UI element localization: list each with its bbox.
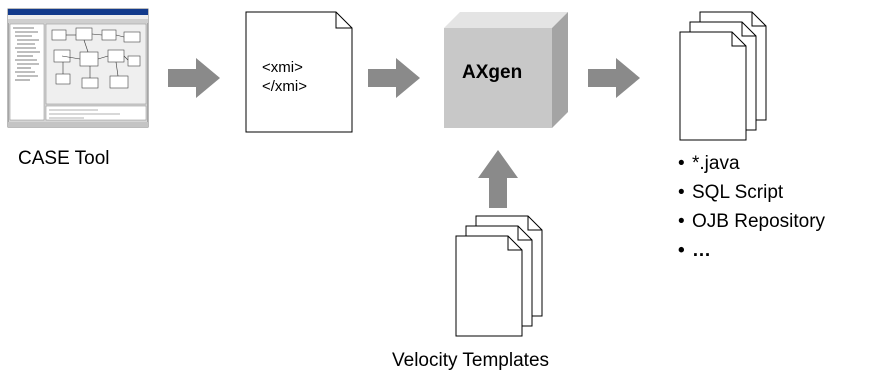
document-icon	[245, 11, 353, 133]
case-tool-label: CASE Tool	[18, 148, 110, 169]
arrow-axgen-to-outputs	[588, 58, 640, 98]
output-item: •*.java	[678, 153, 740, 174]
output-item: •SQL Script	[678, 182, 784, 203]
cube-icon	[444, 12, 568, 128]
velocity-templates-label: Velocity Templates	[392, 350, 550, 371]
xmi-close-tag: </xmi>	[262, 78, 308, 95]
template-stack-icon	[455, 215, 543, 337]
outputs-list: •*.java •SQL Script •OJB Repository •…	[678, 149, 825, 265]
xmi-open-tag: <xmi>	[262, 59, 303, 76]
arrow-xmi-to-axgen	[368, 58, 420, 98]
arrow-templates-to-axgen	[478, 150, 518, 208]
case-tool-screenshot-icon	[7, 8, 149, 128]
xmi-document-text: <xmi> </xmi>	[262, 58, 307, 96]
document-stack-icon	[679, 11, 767, 141]
arrow-case-to-xmi	[168, 58, 220, 98]
output-item: •…	[678, 240, 711, 261]
output-item: •OJB Repository	[678, 211, 826, 232]
axgen-label: AXgen	[462, 62, 523, 83]
